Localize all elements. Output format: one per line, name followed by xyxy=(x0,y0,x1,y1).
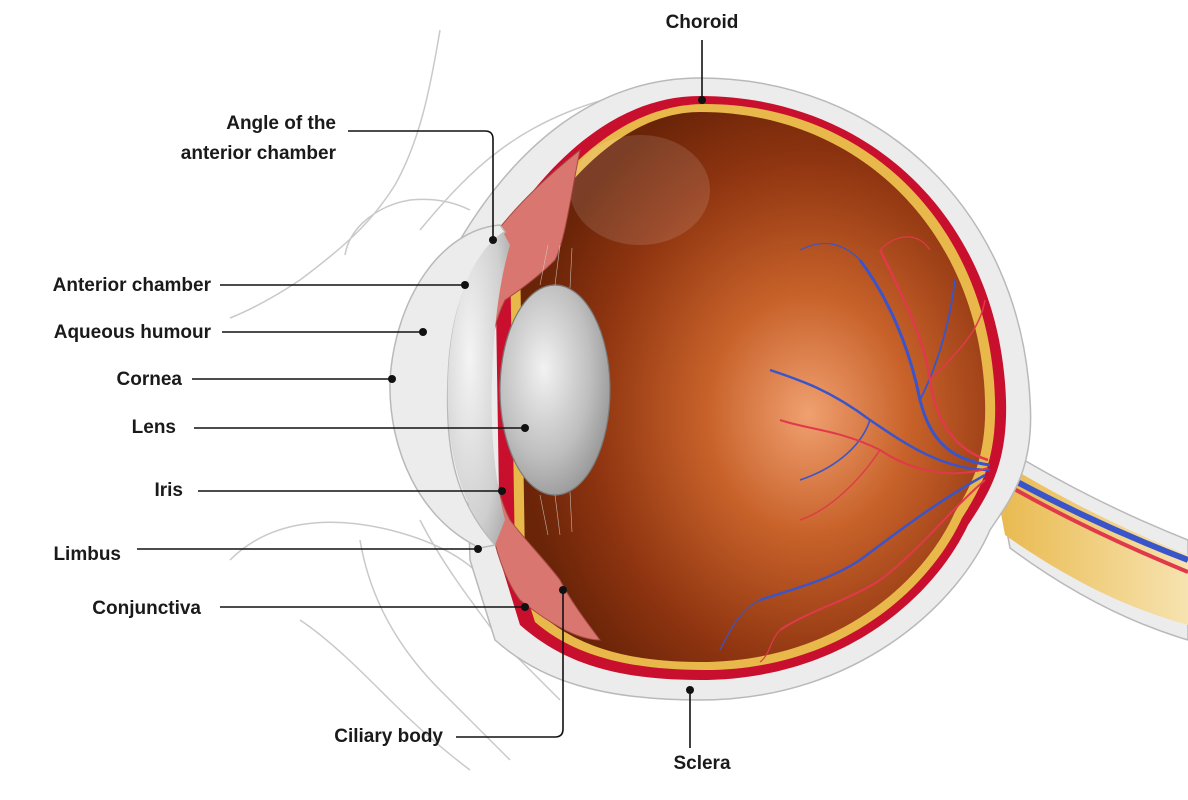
dot-iris xyxy=(498,487,506,495)
label-angle-line1: Angle of the xyxy=(226,113,336,134)
dot-choroid xyxy=(698,96,706,104)
label-limbus: Limbus xyxy=(53,544,121,565)
dot-ciliary-body xyxy=(559,586,567,594)
dot-aqueous-humour xyxy=(419,328,427,336)
retinal-blood-vessels xyxy=(719,236,991,663)
vitreous-body xyxy=(520,112,986,662)
label-iris: Iris xyxy=(154,480,183,501)
dot-lens xyxy=(521,424,529,432)
label-cornea: Cornea xyxy=(116,369,182,390)
label-choroid: Choroid xyxy=(665,12,739,33)
ciliary-body-tissue xyxy=(489,148,602,641)
label-angle-line2: anterior chamber xyxy=(180,143,336,164)
label-sclera: Sclera xyxy=(673,753,731,774)
leader-lines xyxy=(137,40,703,748)
dot-conjunctiva xyxy=(521,603,529,611)
label-conjunctiva: Conjunctiva xyxy=(92,598,201,619)
leader-dots xyxy=(388,96,706,694)
dot-angle xyxy=(489,236,497,244)
label-ciliary-body: Ciliary body xyxy=(334,726,443,747)
leader-angle xyxy=(348,130,494,240)
label-lens: Lens xyxy=(131,417,176,438)
label-aqueous-humour: Aqueous humour xyxy=(53,322,211,343)
dot-cornea xyxy=(388,375,396,383)
label-anterior-chamber: Anterior chamber xyxy=(52,275,211,296)
dot-anterior-chamber xyxy=(461,281,469,289)
leader-ciliary-body xyxy=(456,590,564,738)
lens xyxy=(499,244,611,536)
dot-limbus xyxy=(474,545,482,553)
cornea-structure xyxy=(389,224,510,549)
dot-sclera xyxy=(686,686,694,694)
